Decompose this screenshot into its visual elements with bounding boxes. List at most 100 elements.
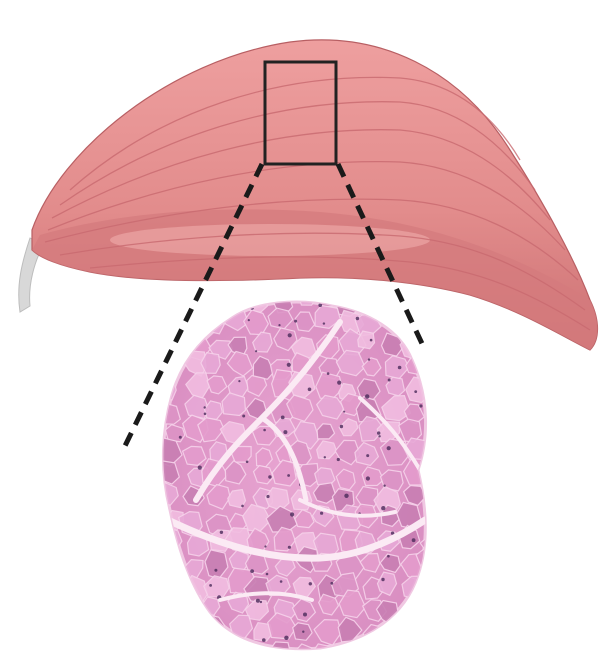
muscle-fiber-cell <box>423 592 448 622</box>
nucleus-dot <box>438 626 441 629</box>
nucleus-dot <box>154 532 157 535</box>
muscle-fiber-cell <box>427 444 447 465</box>
nucleus-dot <box>432 617 434 619</box>
muscle-fiber-cell <box>356 640 386 660</box>
nucleus-dot <box>187 580 189 582</box>
nucleus-dot <box>194 597 196 599</box>
muscle-fiber-cell <box>381 307 402 327</box>
nucleus-dot <box>196 651 199 654</box>
nucleus-dot <box>381 506 385 510</box>
muscle-fiber-cell <box>137 510 160 533</box>
nucleus-dot <box>266 495 269 498</box>
muscle-fiber-cell <box>137 577 159 597</box>
nucleus-dot <box>387 446 391 450</box>
nucleus-dot <box>340 425 343 428</box>
nucleus-dot <box>327 372 330 375</box>
nucleus-dot <box>288 333 292 337</box>
nucleus-dot <box>408 330 412 334</box>
muscle-fiber-cell <box>422 462 448 485</box>
muscle-fiber-cell <box>427 308 450 331</box>
muscle-fiber-cell <box>136 333 157 354</box>
nucleus-dot <box>287 363 291 367</box>
nucleus-dot <box>174 565 177 568</box>
nucleus-dot <box>388 316 392 320</box>
nucleus-dot <box>255 350 257 352</box>
nucleus-dot <box>424 472 428 476</box>
muscle-fiber-cell <box>137 644 162 660</box>
nucleus-dot <box>258 652 260 654</box>
nucleus-dot <box>387 303 390 306</box>
nucleus-dot <box>264 545 266 547</box>
muscle-fiber-cell <box>405 645 427 660</box>
nucleus-dot <box>323 322 325 324</box>
muscle-fiber-cell <box>208 286 226 305</box>
nucleus-dot <box>356 317 359 320</box>
muscle-fiber-cell <box>430 515 450 533</box>
nucleus-dot <box>398 366 402 370</box>
nucleus-dot <box>419 404 422 407</box>
nucleus-dot <box>434 362 438 366</box>
nucleus-dot <box>365 394 369 398</box>
muscle-fiber-cell <box>201 641 226 660</box>
nucleus-dot <box>383 485 385 487</box>
nucleus-dot <box>280 298 283 301</box>
nucleus-dot <box>247 644 251 648</box>
nucleus-dot <box>144 567 146 569</box>
nucleus-dot <box>280 580 283 583</box>
nucleus-dot <box>268 475 271 478</box>
nucleus-dot <box>248 319 250 321</box>
nucleus-dot <box>250 569 254 573</box>
nucleus-dot <box>324 456 326 458</box>
muscle-fiber-cell <box>155 307 181 335</box>
muscle-fiber-cell <box>427 425 450 443</box>
nucleus-dot <box>204 413 207 416</box>
nucleus-dot <box>308 388 312 392</box>
nucleus-dot <box>366 476 370 480</box>
muscle-fiber-cell <box>184 644 211 660</box>
muscle-fiber-cell <box>139 529 164 553</box>
muscle-fiber-cell <box>136 446 158 467</box>
nucleus-dot <box>263 429 266 432</box>
nucleus-dot <box>410 652 413 655</box>
nucleus-dot <box>434 347 437 350</box>
muscle-fiber-cell <box>429 487 448 510</box>
nucleus-dot <box>198 466 202 470</box>
muscle-fiber-cell <box>166 598 186 619</box>
nucleus-dot <box>290 512 294 516</box>
muscle-fiber-cell <box>136 359 156 377</box>
nucleus-dot <box>139 439 142 442</box>
muscle-fiber-cell <box>142 462 164 482</box>
nucleus-dot <box>447 383 450 386</box>
nucleus-dot <box>370 339 373 342</box>
nucleus-dot <box>288 546 291 549</box>
nucleus-dot <box>246 461 249 464</box>
nucleus-dot <box>260 601 262 603</box>
muscle-fiber-cell <box>141 318 161 338</box>
muscle-fiber-cell <box>138 597 158 615</box>
muscle-fiber-cell <box>421 331 446 353</box>
nucleus-dot <box>241 505 244 508</box>
nucleus-dot <box>330 582 333 585</box>
muscle-fiber-cell <box>134 619 155 639</box>
muscle-fiber-cell <box>387 624 407 644</box>
nucleus-dot <box>320 512 323 515</box>
nucleus-dot <box>256 599 260 603</box>
nucleus-dot <box>337 458 340 461</box>
nucleus-dot <box>378 641 381 644</box>
nucleus-dot <box>303 613 307 617</box>
nucleus-dot <box>366 454 369 457</box>
nucleus-dot <box>427 547 431 551</box>
muscle-fiber-cell <box>159 289 179 314</box>
nucleus-dot <box>174 344 176 346</box>
nucleus-dot <box>378 435 380 437</box>
muscle-fiber-cell <box>373 639 401 660</box>
nucleus-dot <box>179 436 182 439</box>
nucleus-dot <box>220 531 223 534</box>
nucleus-dot <box>158 328 161 331</box>
muscle-fiber-cell <box>419 354 441 378</box>
nucleus-dot <box>344 494 348 498</box>
nucleus-dot <box>278 324 280 326</box>
nucleus-dot <box>387 555 390 558</box>
nucleus-dot <box>145 653 148 656</box>
